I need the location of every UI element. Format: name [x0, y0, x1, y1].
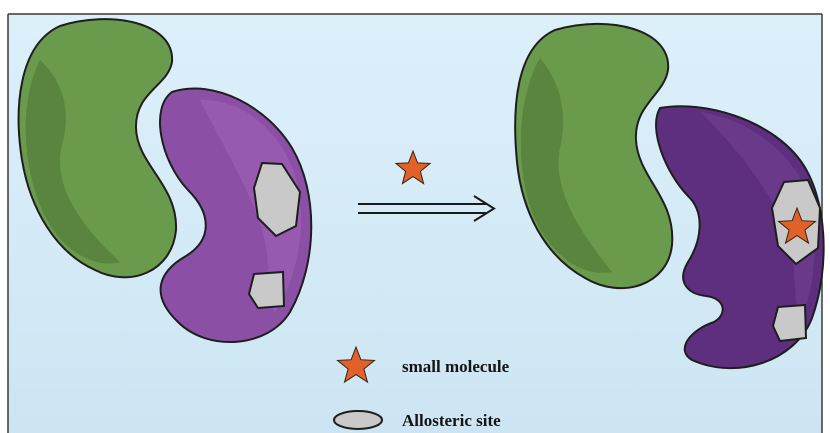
legend-label-allosteric-site: Allosteric site: [402, 411, 501, 430]
allosteric-site-lower-left: [249, 272, 284, 308]
legend-ellipse-icon: [334, 411, 382, 429]
allosteric-site-lower-right: [773, 305, 806, 341]
legend-label-small-molecule: small molecule: [402, 357, 510, 376]
